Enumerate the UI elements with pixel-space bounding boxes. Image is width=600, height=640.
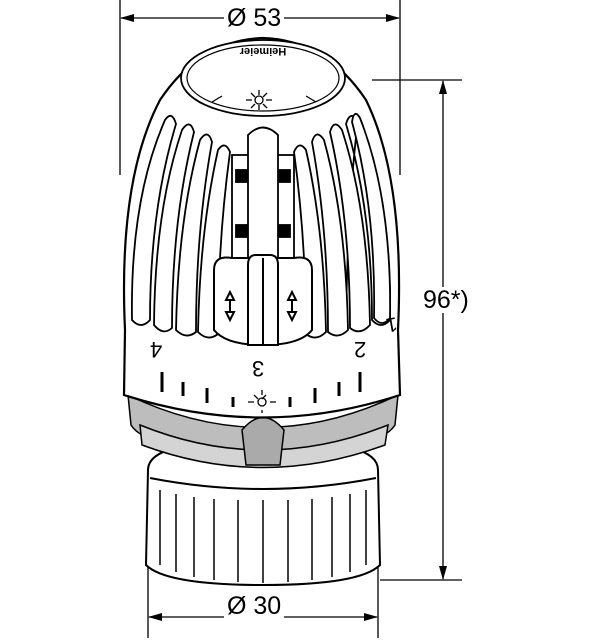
brand-logo: Heimeier <box>239 45 286 57</box>
union-nut <box>144 447 382 587</box>
scale-number-2: 2 <box>354 337 367 362</box>
dial-ribs <box>130 112 392 339</box>
height-label: 96*) <box>420 287 472 313</box>
top-diameter-label: Ø 53 <box>224 5 285 31</box>
bottom-diameter-label: Ø 30 <box>224 593 285 619</box>
sun-icon <box>211 90 317 110</box>
pointer-marker <box>241 416 285 466</box>
scale-number-4: 4 <box>150 337 163 362</box>
up-down-arrow-icon <box>224 289 236 323</box>
scale-sun-icon <box>248 390 276 413</box>
scale-number-3: 3 <box>252 356 265 381</box>
scale-ticks <box>160 372 362 407</box>
limit-clip <box>213 254 313 347</box>
grey-ring <box>127 393 399 469</box>
up-down-arrow-icon <box>286 289 298 323</box>
center-window <box>231 126 295 266</box>
